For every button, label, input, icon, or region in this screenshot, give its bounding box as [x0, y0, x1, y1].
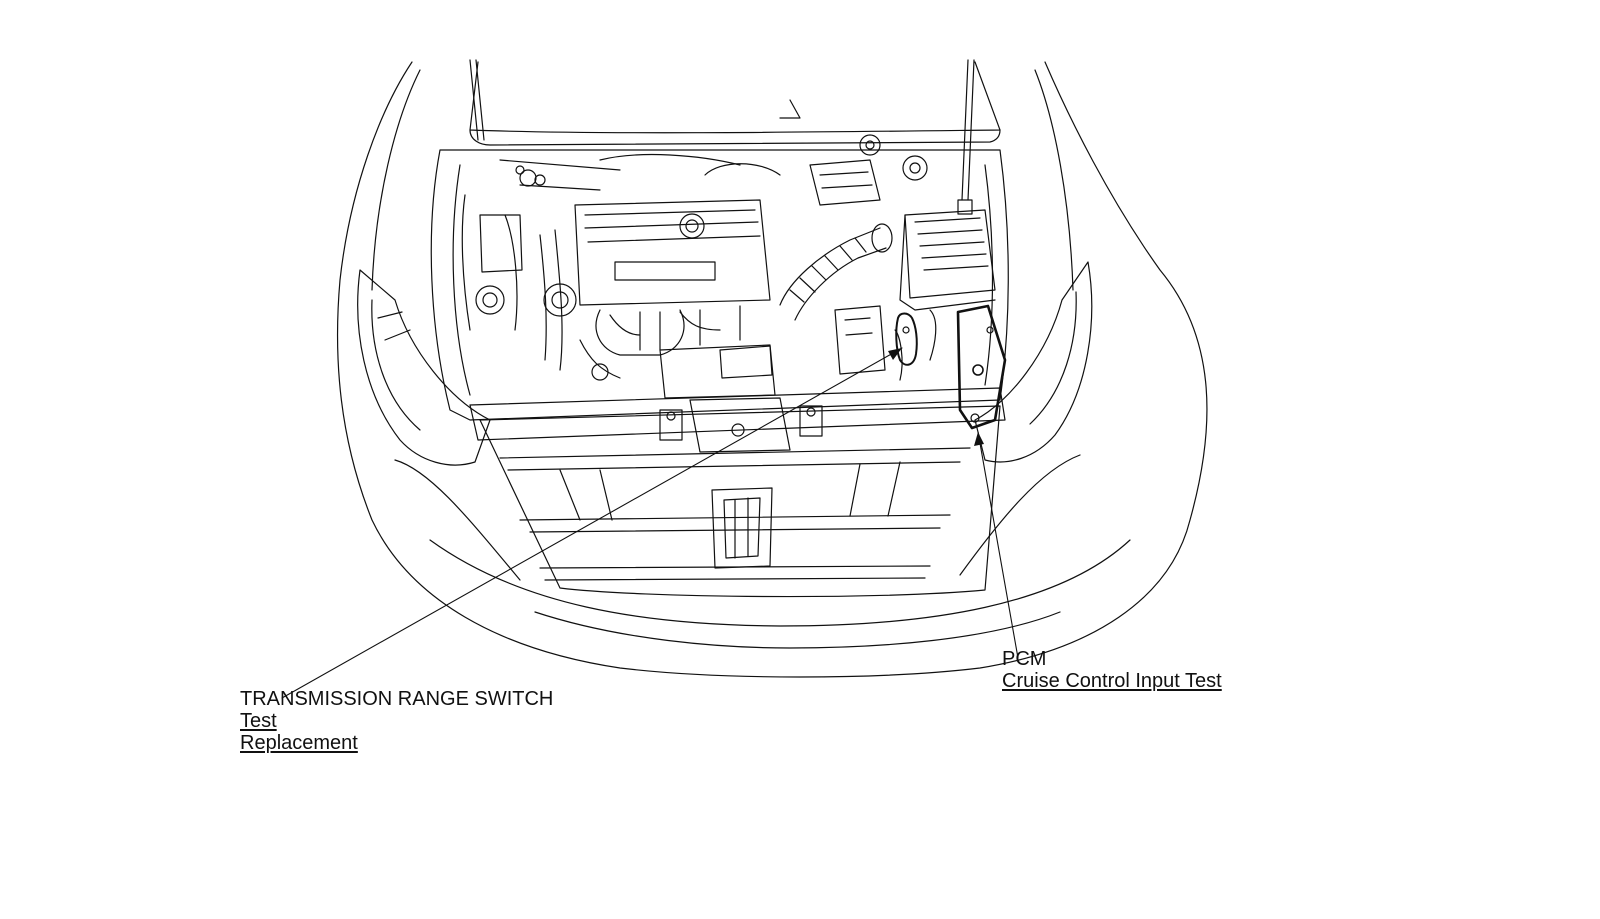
left-components [461, 159, 621, 381]
trs-leader-line [281, 347, 903, 699]
pcm-leader-line [977, 431, 1019, 659]
firewall-components [519, 134, 928, 206]
car-body-outline [336, 61, 1208, 678]
air-cleaner-box [899, 199, 996, 311]
battery-area [834, 305, 937, 381]
transmission-range-switch-label: TRANSMISSION RANGE SWITCH [240, 688, 554, 710]
intake-hose [779, 223, 893, 321]
trs-leader-arrowhead [888, 348, 902, 360]
pcm-label: PCM [1002, 648, 1047, 670]
pcm-leader-arrowhead [974, 432, 984, 446]
transmission-range-switch-callout: TRANSMISSION RANGE SWITCH Test Replaceme… [240, 688, 553, 754]
leader-lines [281, 347, 1019, 699]
pcm-callout: PCM Cruise Control Input Test [1002, 648, 1222, 692]
hood [469, 59, 1001, 201]
pcm-cruise-control-input-test-link[interactable]: Cruise Control Input Test [1002, 670, 1222, 692]
engine-bay-frame [430, 149, 1009, 453]
transmission-range-switch-test-link[interactable]: Test [240, 710, 277, 732]
grille [394, 405, 1081, 598]
engine-valve-cover [574, 199, 776, 399]
transmission-range-switch-replacement-link[interactable]: Replacement [240, 732, 358, 754]
pcm-component [956, 304, 1007, 430]
headlights [357, 261, 1093, 466]
